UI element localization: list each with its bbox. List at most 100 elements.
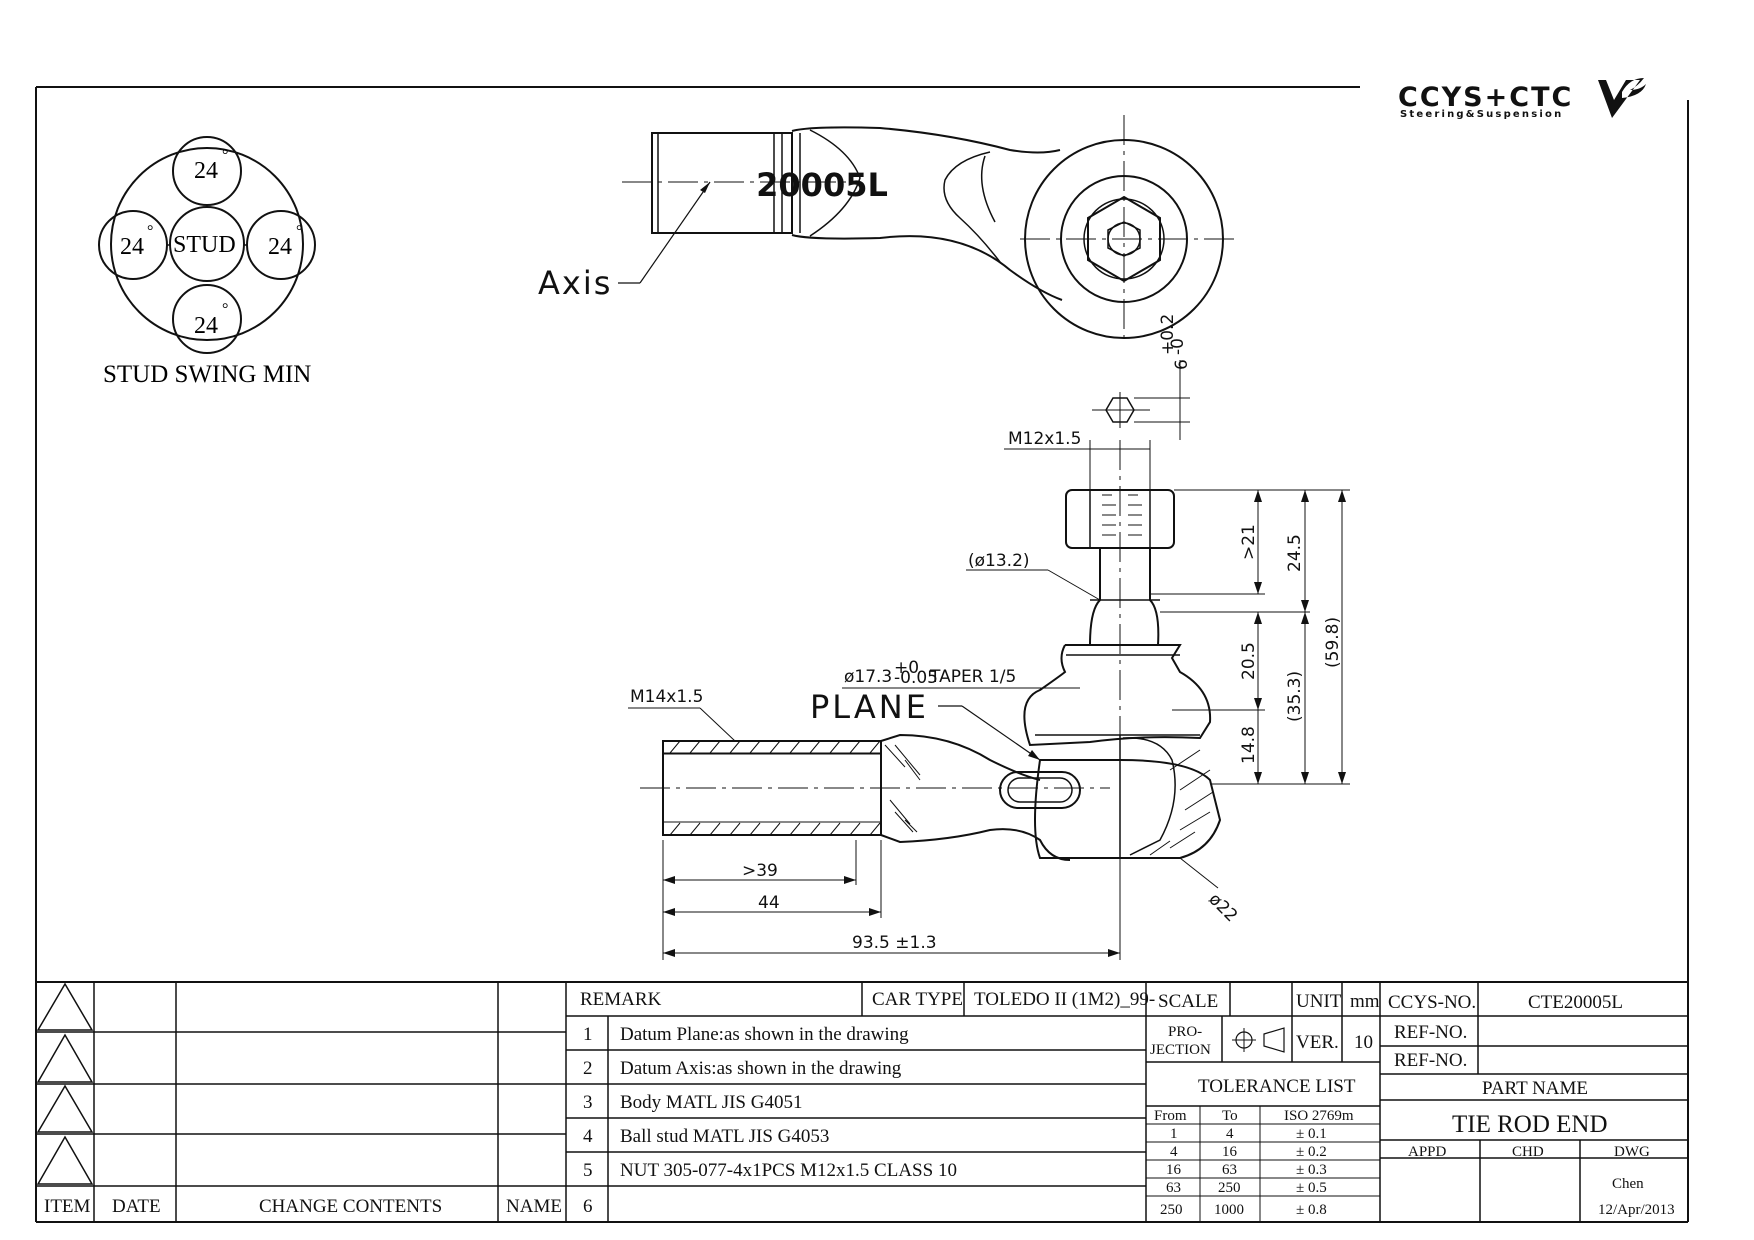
swing-bottom-value: 24	[194, 313, 218, 339]
swing-right-degree: °	[296, 223, 302, 240]
tol-from-4: 63	[1166, 1180, 1181, 1196]
remark-text-2: Datum Axis:as shown in the drawing	[620, 1058, 902, 1079]
six-dimension: 6	[1172, 359, 1192, 370]
dim-24-5: 24.5	[1285, 534, 1305, 572]
top-view: 20005L Axis	[538, 115, 1240, 340]
nut-detail: 6 +0.2 -0	[1092, 314, 1192, 440]
part-marking: 20005L	[756, 166, 888, 204]
tol-to-2: 16	[1222, 1144, 1238, 1160]
remark-no-6: 6	[583, 1196, 593, 1217]
swing-left-value: 24	[120, 234, 144, 260]
d13-label: (ø13.2)	[968, 551, 1030, 571]
dim-14-8: 14.8	[1239, 726, 1259, 764]
taper-tol-up: +0	[894, 658, 919, 678]
ver-value: 10	[1354, 1032, 1373, 1053]
swing-top-value: 24	[194, 158, 218, 184]
tol-header-to: To	[1222, 1108, 1238, 1124]
tol-header-iso: ISO 2769m	[1284, 1108, 1354, 1124]
part-name: TIE ROD END	[1452, 1111, 1608, 1138]
remark-text-5: NUT 305-077-4x1PCS M12x1.5 CLASS 10	[620, 1160, 957, 1181]
remarks-table: REMARK CAR TYPE TOLEDO II (1M2)_99- 1 Da…	[566, 982, 1155, 1222]
d22-label: ø22	[1204, 889, 1241, 926]
swing-center-label: STUD	[173, 232, 236, 258]
remark-no-1: 1	[583, 1024, 593, 1045]
remark-header: REMARK	[580, 989, 662, 1010]
revision-triangle-1	[36, 982, 94, 1031]
change-table: ITEM DATE CHANGE CONTENTS NAME	[36, 982, 567, 1222]
projection-label-2: JECTION	[1150, 1042, 1211, 1058]
tol-header-from: From	[1154, 1108, 1187, 1124]
revision-triangle-4	[36, 1135, 94, 1185]
remark-text-4: Ball stud MATL JIS G4053	[620, 1126, 829, 1147]
tol-to-4: 250	[1218, 1180, 1241, 1196]
ver-label: VER.	[1296, 1032, 1339, 1053]
remark-text-1: Datum Plane:as shown in the drawing	[620, 1024, 909, 1045]
remark-no-4: 4	[583, 1126, 593, 1147]
remark-text-3: Body MATL JIS G4051	[620, 1092, 802, 1113]
m12-label: M12x1.5	[1008, 429, 1081, 449]
swing-top-degree: °	[222, 147, 228, 164]
ref-no-2-label: REF-NO.	[1394, 1050, 1467, 1071]
logo-tagline: Steering&Suspension	[1400, 109, 1563, 120]
car-type-label: CAR TYPE	[872, 989, 963, 1010]
dim-35-3: (35.3)	[1285, 671, 1305, 722]
tol-to-1: 4	[1226, 1126, 1234, 1142]
taper-tol-low: -0.05	[894, 668, 938, 688]
dim-44: 44	[758, 893, 780, 913]
ref-no-1-label: REF-NO.	[1394, 1022, 1467, 1043]
header-date: DATE	[112, 1196, 161, 1217]
tol-to-5: 1000	[1214, 1202, 1244, 1218]
logo-brand: CCYS+CTC	[1398, 82, 1573, 113]
dimension-lines: >39 44 93.5 ±1.3 >21 24.5 (59.8) 20.5 (3…	[662, 489, 1350, 960]
unit-label: UNIT	[1296, 991, 1342, 1012]
dim-20-5: 20.5	[1239, 642, 1259, 680]
header-name: NAME	[506, 1196, 562, 1217]
drawing-date: 12/Apr/2013	[1598, 1202, 1675, 1218]
header-change-contents: CHANGE CONTENTS	[259, 1196, 442, 1217]
dim-21: >21	[1239, 524, 1259, 560]
revision-triangle-3	[36, 1084, 94, 1133]
tol-iso-2: ± 0.2	[1296, 1144, 1327, 1160]
m14-label: M14x1.5	[630, 687, 703, 707]
ccys-no-value: CTE20005L	[1528, 992, 1623, 1013]
ccys-no-label: CCYS-NO.	[1388, 992, 1476, 1013]
revision-triangle-2	[36, 1033, 94, 1083]
dim-39: >39	[742, 861, 778, 881]
section-view	[640, 440, 1222, 880]
dwg-label: DWG	[1614, 1144, 1650, 1160]
tol-to-3: 63	[1222, 1162, 1237, 1178]
projection-symbol-icon	[1232, 1027, 1285, 1053]
part-name-label: PART NAME	[1482, 1078, 1588, 1099]
six-dimension-tol-up: +0.2	[1158, 314, 1178, 355]
axis-label: Axis	[538, 264, 612, 302]
remark-no-5: 5	[583, 1160, 593, 1181]
logo-mark-icon	[1598, 78, 1646, 118]
dim-93-5: 93.5 ±1.3	[852, 933, 937, 953]
remark-no-2: 2	[583, 1058, 593, 1079]
tol-iso-1: ± 0.1	[1296, 1126, 1327, 1142]
spec-block: SCALE UNIT mm PRO- JECTION VER. 10 TOLER…	[1146, 982, 1381, 1222]
scale-label: SCALE	[1158, 991, 1218, 1012]
header-item: ITEM	[44, 1196, 91, 1217]
tolerance-title: TOLERANCE LIST	[1198, 1076, 1356, 1097]
tol-from-3: 16	[1166, 1162, 1182, 1178]
tol-from-2: 4	[1170, 1144, 1178, 1160]
projection-label-1: PRO-	[1168, 1024, 1202, 1040]
swing-bottom-degree: °	[222, 301, 228, 318]
unit-value: mm	[1350, 991, 1380, 1012]
stud-swing-caption: STUD SWING MIN	[103, 361, 311, 388]
swing-right-value: 24	[268, 234, 292, 260]
swing-left-degree: °	[147, 223, 153, 240]
dim-59-8: (59.8)	[1323, 617, 1343, 668]
six-dimension-tol-low: -0	[1168, 338, 1188, 355]
tol-iso-4: ± 0.5	[1296, 1180, 1327, 1196]
title-block: CCYS-NO. CTE20005L REF-NO. REF-NO. PART …	[1380, 982, 1688, 1222]
car-type-value: TOLEDO II (1M2)_99-	[974, 989, 1155, 1010]
taper-diameter: ø17.3	[844, 667, 892, 687]
company-logo: CCYS+CTC Steering&Suspension	[1398, 78, 1646, 120]
tol-iso-3: ± 0.3	[1296, 1162, 1327, 1178]
plane-label: PLANE	[810, 688, 929, 726]
stud-swing-diagram: 24 ° 24 ° 24 ° 24 ° STUD STUD SWING MIN	[98, 136, 316, 388]
taper-text: TAPER 1/5	[929, 667, 1016, 687]
